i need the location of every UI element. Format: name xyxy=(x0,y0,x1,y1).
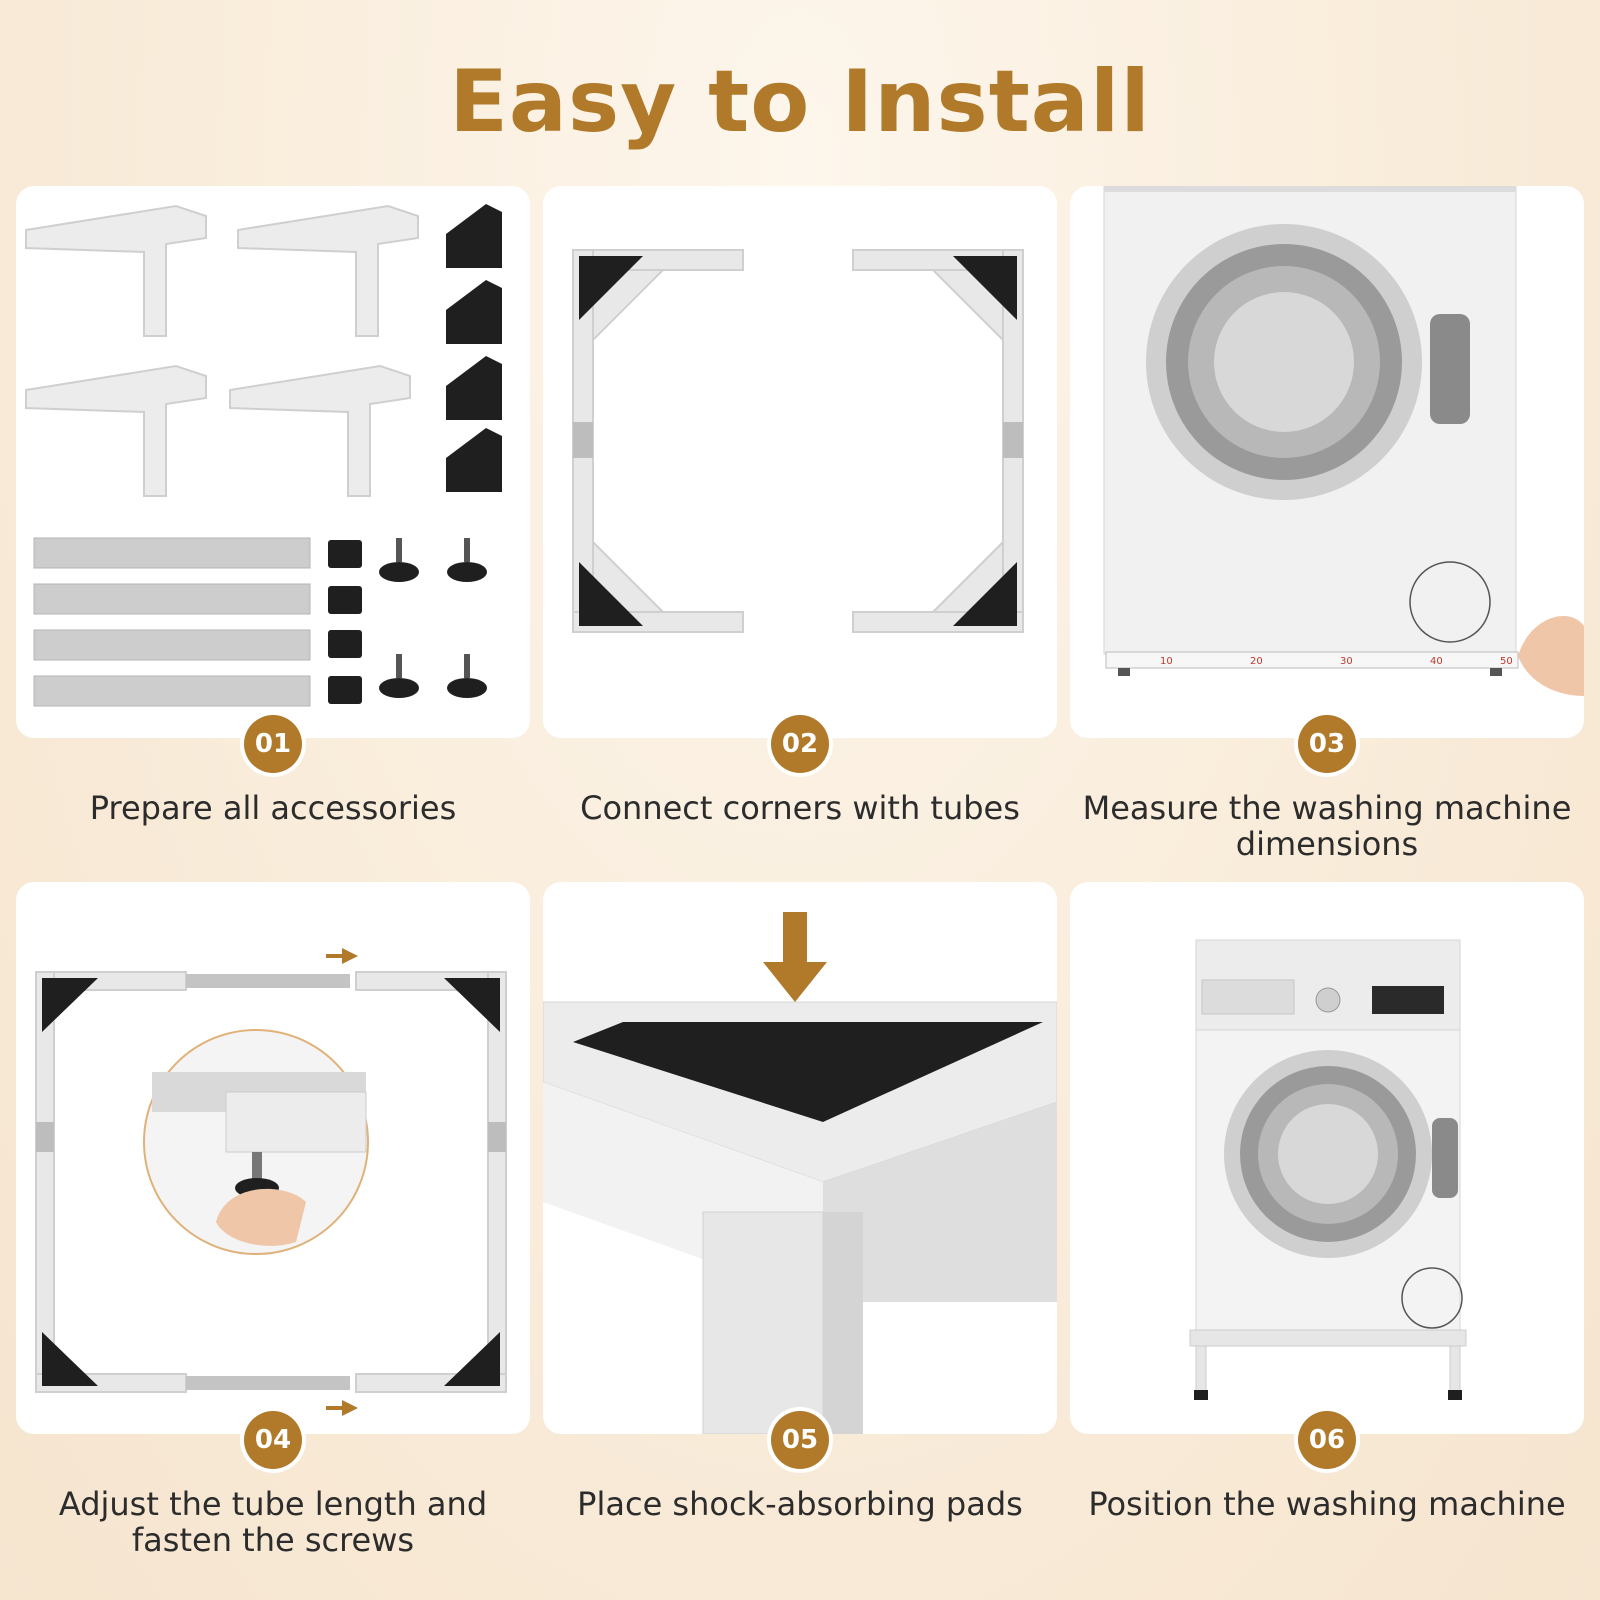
positioned-machine-illustration xyxy=(1189,939,1467,1400)
step-05-image xyxy=(543,882,1057,1434)
step-02-image xyxy=(543,186,1057,738)
washing-machine-measure-illustration: 10 20 30 40 50 xyxy=(1103,186,1584,696)
svg-text:10: 10 xyxy=(1160,656,1173,667)
frame-connection-illustration xyxy=(572,249,1024,633)
svg-text:20: 20 xyxy=(1250,656,1263,667)
step-number-badge: 06 xyxy=(1298,1411,1356,1469)
corner-leg-icon xyxy=(25,204,419,497)
arrow-down-icon xyxy=(763,912,827,1002)
rubber-pad-icon xyxy=(42,978,500,1386)
step-caption: Position the washing machine xyxy=(1088,1485,1566,1523)
pad-placement-illustration xyxy=(543,912,1057,1434)
step-caption: Measure the washing machine dimensions xyxy=(1082,789,1572,863)
rubber-pad-icon xyxy=(579,256,1017,626)
arrow-right-icon xyxy=(326,948,358,1416)
adjustable-foot-icon xyxy=(379,538,487,698)
step-04-image xyxy=(16,882,530,1434)
step-caption: Prepare all accessories xyxy=(89,789,457,827)
hand-icon xyxy=(216,1188,306,1246)
step-06-image xyxy=(1070,882,1584,1434)
rubber-pad-icon xyxy=(446,204,502,492)
page-title: Easy to Install xyxy=(449,52,1151,152)
step-03-image: 10 20 30 40 50 xyxy=(1070,186,1584,738)
step-number-badge: 03 xyxy=(1298,715,1356,773)
step-number-badge: 01 xyxy=(244,715,302,773)
step-caption: Connect corners with tubes xyxy=(580,789,1020,827)
step-number-badge: 04 xyxy=(244,1411,302,1469)
tube-adjustment-illustration xyxy=(35,948,507,1416)
rubber-pad-icon xyxy=(573,1022,1043,1122)
step-number-badge: 02 xyxy=(771,715,829,773)
step-number-badge: 05 xyxy=(771,1411,829,1469)
hand-icon xyxy=(1518,616,1584,696)
step-caption: Place shock-absorbing pads xyxy=(577,1485,1023,1523)
measuring-tape: 10 20 30 40 50 xyxy=(1160,656,1513,667)
accessories-illustration xyxy=(25,204,502,707)
step-caption: Adjust the tube length and fasten the sc… xyxy=(58,1485,488,1559)
tube-icon xyxy=(33,537,311,707)
svg-text:30: 30 xyxy=(1340,656,1353,667)
end-cap-icon xyxy=(328,540,362,704)
step-01-image xyxy=(16,186,530,738)
svg-text:50: 50 xyxy=(1500,656,1513,667)
svg-text:40: 40 xyxy=(1430,656,1443,667)
